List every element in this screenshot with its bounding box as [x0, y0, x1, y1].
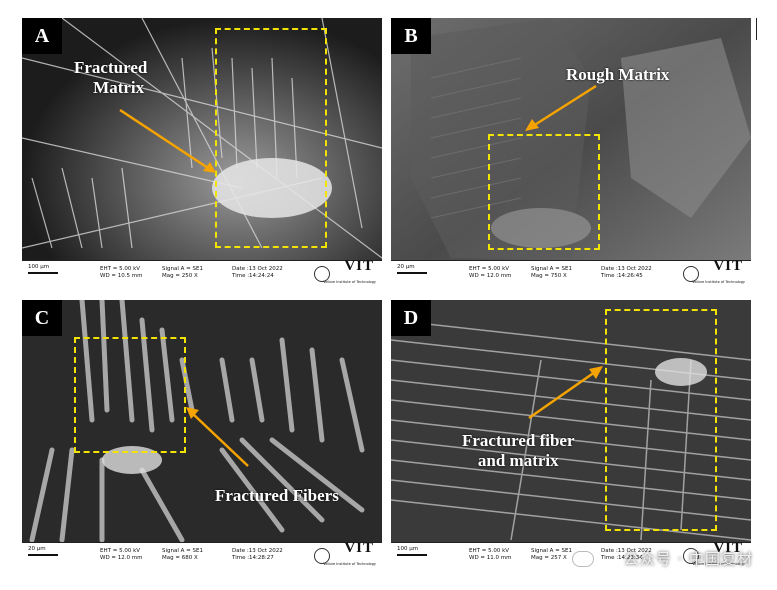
edge-divider	[756, 18, 757, 40]
sem-image-a	[22, 18, 382, 286]
university-seal-icon	[314, 548, 330, 564]
callout-d-line2: and matrix	[477, 451, 559, 470]
scale-bar-a	[28, 272, 58, 274]
panel-label-a: A	[22, 18, 62, 54]
scale-text-a: 100 µm	[28, 264, 50, 270]
scale-text-c: 20 µm	[28, 546, 46, 552]
highlight-box-b	[488, 134, 600, 250]
highlight-box-d	[605, 309, 717, 531]
signal-c: Signal A = SE1	[162, 548, 203, 554]
panel-label-b: B	[391, 18, 431, 54]
panel-label-c: C	[22, 300, 62, 336]
highlight-box-c	[74, 337, 186, 453]
university-seal-icon	[683, 266, 699, 282]
callout-a-line2: Matrix	[93, 78, 145, 97]
eht-a: EHT = 5.00 kV	[100, 266, 141, 272]
wd-a: WD = 10.5 mm	[100, 273, 143, 279]
callout-a: Fractured Matrix	[74, 58, 147, 98]
callout-b: Rough Matrix	[566, 65, 669, 85]
eht-c: EHT = 5.00 kV	[100, 548, 141, 554]
callout-c-line1: Fractured Fibers	[215, 486, 339, 505]
sem-panel-d: D Fractured fiber and matrix 100 µm EHT …	[391, 300, 751, 568]
panel-label-d: D	[391, 300, 431, 336]
mag-a: Mag = 250 X	[162, 273, 198, 279]
sem-image-b	[391, 18, 751, 286]
time-c: Time :14:28:27	[232, 555, 274, 561]
signal-a: Signal A = SE1	[162, 266, 203, 272]
date-c: Date :13 Oct 2022	[232, 548, 283, 554]
watermark-text: 公众号 · 中国复材	[623, 550, 753, 568]
signal-d: Signal A = SE1	[531, 548, 572, 554]
mag-c: Mag = 680 X	[162, 555, 198, 561]
vit-logo: VIT	[344, 258, 374, 274]
wechat-icon	[572, 551, 594, 567]
wd-c: WD = 12.0 mm	[100, 555, 143, 561]
vit-logo-sub: Vellore Institute of Technology	[692, 562, 745, 566]
scale-bar-b	[397, 272, 427, 274]
eht-b: EHT = 5.00 kV	[469, 266, 510, 272]
university-seal-icon	[314, 266, 330, 282]
mag-d: Mag = 257 X	[531, 555, 567, 561]
callout-c: Fractured Fibers	[215, 486, 339, 506]
date-b: Date :13 Oct 2022	[601, 266, 652, 272]
scale-bar-d	[397, 554, 427, 556]
scale-text-b: 20 µm	[397, 264, 415, 270]
vit-logo: VIT	[344, 540, 374, 556]
mag-b: Mag = 750 X	[531, 273, 567, 279]
callout-d-line1: Fractured fiber	[462, 431, 575, 450]
time-d: Time :14:23:34	[601, 555, 643, 561]
callout-a-line1: Fractured	[74, 58, 148, 77]
date-a: Date :13 Oct 2022	[232, 266, 283, 272]
eht-d: EHT = 5.00 kV	[469, 548, 510, 554]
sem-image-d	[391, 300, 751, 568]
signal-b: Signal A = SE1	[531, 266, 572, 272]
callout-d: Fractured fiber and matrix	[462, 431, 575, 471]
scale-text-d: 100 µm	[397, 546, 419, 552]
date-d: Date :13 Oct 2022	[601, 548, 652, 554]
time-b: Time :14:26:45	[601, 273, 643, 279]
vit-logo-sub: Vellore Institute of Technology	[323, 280, 376, 284]
time-a: Time :14:24:24	[232, 273, 274, 279]
wd-b: WD = 12.0 mm	[469, 273, 512, 279]
university-seal-icon	[683, 548, 699, 564]
scale-bar-c	[28, 554, 58, 556]
vit-logo-sub: Vellore Institute of Technology	[323, 562, 376, 566]
wd-d: WD = 11.0 mm	[469, 555, 512, 561]
vit-logo: VIT	[713, 540, 743, 556]
vit-logo: VIT	[713, 258, 743, 274]
vit-logo-sub: Vellore Institute of Technology	[692, 280, 745, 284]
highlight-box-a	[215, 28, 327, 248]
callout-b-line1: Rough Matrix	[566, 65, 670, 84]
